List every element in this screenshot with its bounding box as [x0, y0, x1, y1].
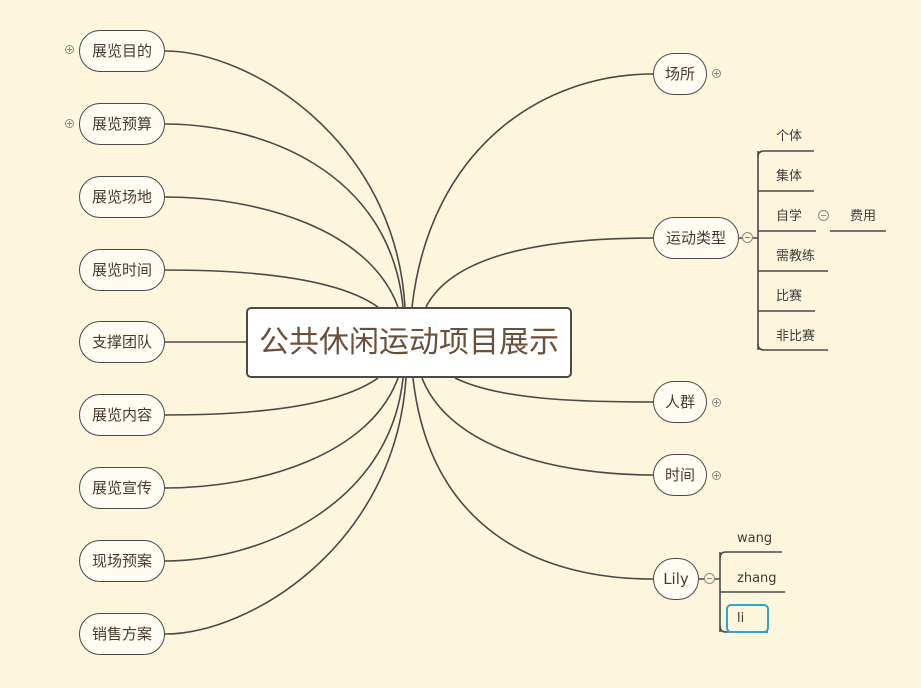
- selection-highlight: [726, 604, 769, 633]
- expand-icon[interactable]: [712, 69, 721, 78]
- subtopic-group[interactable]: 集体: [776, 169, 803, 184]
- topic-support-team[interactable]: 支撑团队: [79, 321, 165, 363]
- topic-crowd[interactable]: 人群: [653, 381, 707, 423]
- topic-sport-type[interactable]: 运动类型: [653, 217, 739, 259]
- topic-exhibition-venue[interactable]: 展览场地: [79, 176, 165, 218]
- connector-left-6: [164, 377, 379, 416]
- subtopic-competition[interactable]: 比赛: [776, 289, 803, 304]
- central-topic[interactable]: 公共休闲运动项目展示: [246, 307, 572, 378]
- connector-right-crowd: [454, 377, 654, 403]
- connector-left-2: [164, 123, 404, 308]
- collapse-icon[interactable]: [704, 573, 715, 584]
- subtopic-cost[interactable]: 费用: [850, 209, 877, 224]
- topic-sales-plan[interactable]: 销售方案: [79, 613, 165, 655]
- topic-exhibition-budget[interactable]: 展览预算: [79, 103, 165, 145]
- expand-icon[interactable]: [65, 119, 74, 128]
- topic-venue[interactable]: 场所: [653, 53, 707, 95]
- subtopic-individual[interactable]: 个体: [776, 129, 803, 144]
- connector-left-9: [164, 377, 407, 635]
- expand-icon[interactable]: [712, 398, 721, 407]
- topic-lily[interactable]: Lily: [653, 558, 699, 600]
- topic-exhibition-content[interactable]: 展览内容: [79, 394, 165, 436]
- connector-left-8: [164, 377, 404, 562]
- subtopic-wang[interactable]: wang: [737, 531, 773, 546]
- topic-exhibition-time[interactable]: 展览时间: [79, 249, 165, 291]
- connector-right-time: [421, 377, 654, 476]
- subtopic-li[interactable]: li: [737, 611, 745, 626]
- subtopic-non-competition[interactable]: 非比赛: [776, 329, 816, 344]
- connector-left-3: [164, 196, 399, 308]
- connector-right-lily: [412, 377, 654, 580]
- subtopic-needs-coach[interactable]: 需教练: [776, 249, 816, 264]
- subtopic-zhang[interactable]: zhang: [737, 571, 777, 586]
- collapse-icon[interactable]: [818, 210, 829, 221]
- collapse-icon[interactable]: [742, 232, 753, 243]
- topic-exhibition-purpose[interactable]: 展览目的: [79, 30, 165, 72]
- expand-icon[interactable]: [65, 45, 74, 54]
- connector-right-sport: [425, 237, 654, 308]
- connector-left-4: [164, 269, 379, 308]
- subtopic-self-study[interactable]: 自学: [776, 209, 803, 224]
- connector-left-7: [164, 377, 399, 489]
- connector-right-venue: [411, 73, 654, 308]
- topic-time[interactable]: 时间: [653, 454, 707, 496]
- connector-left-1: [164, 50, 406, 308]
- topic-onsite-plan[interactable]: 现场预案: [79, 540, 165, 582]
- topic-exhibition-promotion[interactable]: 展览宣传: [79, 467, 165, 509]
- expand-icon[interactable]: [712, 471, 721, 480]
